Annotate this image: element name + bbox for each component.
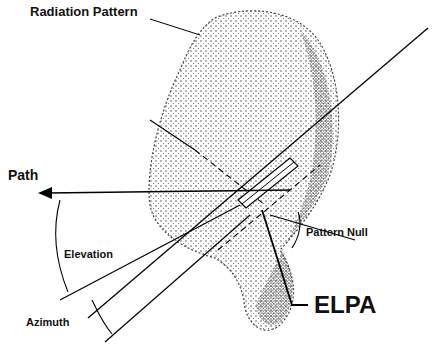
dashed-axis bbox=[150, 120, 195, 150]
path-arrow bbox=[48, 190, 290, 193]
radiation-pattern bbox=[149, 11, 339, 330]
azimuth-arc bbox=[92, 300, 112, 334]
elpa-antenna bbox=[238, 158, 298, 208]
null-arc bbox=[292, 212, 300, 248]
part-label: Radiation Pattern bbox=[30, 5, 138, 19]
leader-line bbox=[150, 19, 200, 35]
antenna-axis bbox=[88, 28, 428, 318]
elevation-line bbox=[60, 205, 240, 300]
azimuth-line bbox=[105, 215, 250, 342]
part-label: ELPA bbox=[314, 292, 376, 318]
leader-line bbox=[262, 210, 308, 305]
part-label: Pattern Null bbox=[306, 226, 368, 238]
elevation-arc bbox=[56, 200, 68, 292]
angle-label: Elevation bbox=[64, 248, 113, 260]
path-arrowhead bbox=[38, 187, 52, 199]
elpa-antenna bbox=[242, 162, 294, 204]
angle-label: Azimuth bbox=[26, 316, 69, 328]
part-label: Path bbox=[8, 168, 38, 183]
